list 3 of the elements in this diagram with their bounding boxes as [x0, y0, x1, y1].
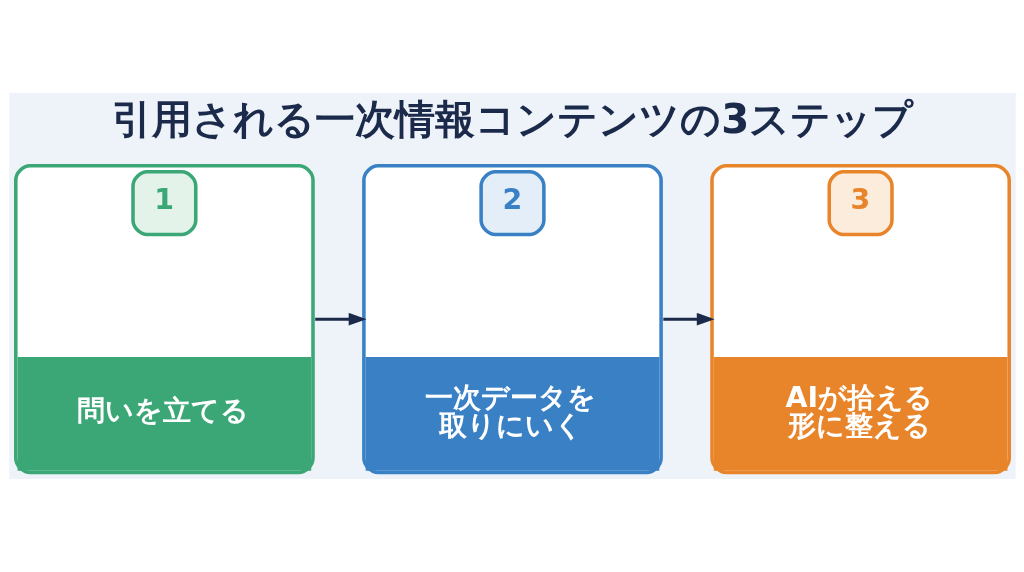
arrow [662, 312, 715, 326]
arrow [314, 312, 366, 326]
diagram-title: 引用される一次情報コンテンツの3ステップ [111, 96, 913, 143]
